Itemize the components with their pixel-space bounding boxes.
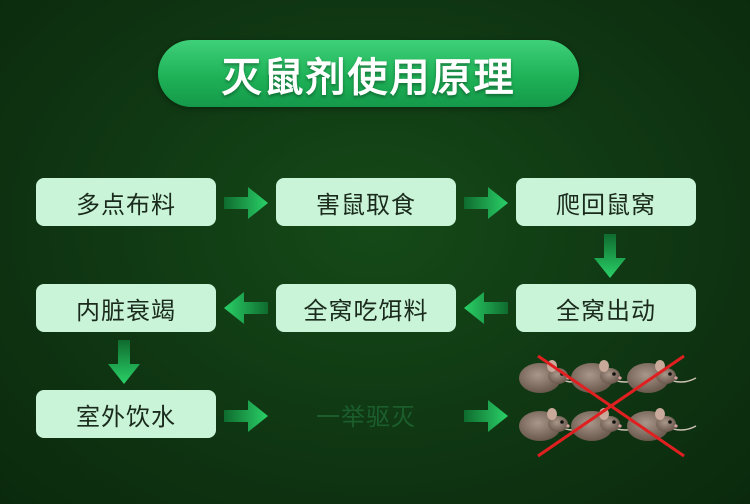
page-title: 灭鼠剂使用原理: [221, 54, 516, 101]
step-box-6: 内脏衰竭: [36, 284, 216, 332]
mice-crossed-icon: [518, 354, 697, 458]
arrow-down-icon: [108, 340, 140, 384]
arrow-left-icon: [464, 292, 508, 324]
arrow-right-icon: [224, 187, 268, 219]
arrow-right-icon: [464, 400, 508, 432]
step-box-5: 全窝吃饵料: [276, 284, 456, 332]
step-box-2: 害鼠取食: [276, 178, 456, 226]
step-box-8: 一举驱灭: [316, 402, 416, 431]
step-box-3: 爬回鼠窝: [516, 178, 696, 226]
step-box-1: 多点布料: [36, 178, 216, 226]
title-banner: 灭鼠剂使用原理: [158, 40, 579, 107]
arrow-left-icon: [224, 292, 268, 324]
arrow-right-icon: [224, 400, 268, 432]
arrow-down-icon: [594, 234, 626, 278]
step-box-4: 全窝出动: [516, 284, 696, 332]
step-box-7: 室外饮水: [36, 390, 216, 438]
arrow-right-icon: [464, 187, 508, 219]
